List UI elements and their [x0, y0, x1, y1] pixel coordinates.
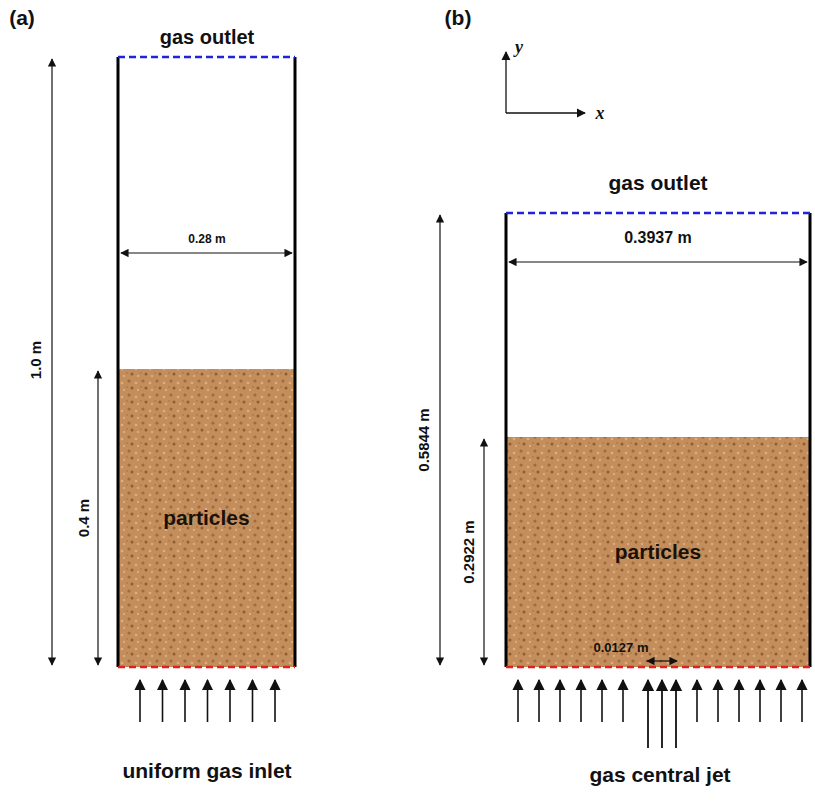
dimension-arrow	[439, 215, 440, 665]
inlet-arrows	[140, 680, 275, 722]
inlet-arrow	[162, 680, 164, 722]
dimension-arrow	[483, 439, 484, 665]
inlet-arrow	[229, 680, 231, 722]
panel-label: (a)	[9, 6, 35, 29]
inlet-arrow	[696, 680, 698, 722]
inlet-arrow	[274, 680, 276, 722]
dimension-arrow	[509, 261, 807, 262]
particle-bed: particles	[120, 371, 293, 665]
node-label: particles	[615, 540, 701, 563]
inlet-arrow	[759, 680, 761, 722]
dimension: 0.0127 m	[594, 641, 649, 655]
axis-label: y	[515, 38, 523, 58]
dimension-arrow	[51, 59, 52, 665]
inlet-boundary	[118, 666, 295, 669]
boundary-label: gas outlet	[608, 171, 707, 194]
dimension-arrow	[97, 371, 98, 665]
outlet-boundary	[506, 212, 810, 215]
column-a	[52, 57, 295, 722]
inlet-arrow	[780, 680, 782, 722]
outlet-boundary	[118, 56, 295, 59]
inlet-arrow	[738, 680, 740, 722]
inlet-arrow	[559, 680, 561, 722]
inlet-arrow	[207, 680, 209, 722]
dimension: 0.2922 m	[461, 520, 478, 583]
inlet-arrow	[717, 680, 719, 722]
inlet-label: uniform gas inlet	[122, 759, 291, 782]
axis-arrow	[506, 112, 585, 113]
inlet-arrow	[252, 680, 254, 722]
inlet-arrow	[580, 680, 582, 722]
dimension: 0.3937 m	[624, 229, 692, 247]
inlet-arrows	[518, 680, 802, 748]
particle-bed: particles	[508, 439, 808, 665]
column-wall	[809, 213, 812, 667]
dimension: 0.4 m	[76, 499, 93, 537]
axis-arrow	[505, 52, 506, 113]
dimension: 0.28 m	[188, 233, 225, 246]
inlet-arrow	[517, 680, 519, 722]
node-label: particles	[163, 506, 249, 529]
dimension: 1.0 m	[28, 341, 45, 379]
inlet-arrow	[139, 680, 141, 722]
jet-arrow	[661, 680, 663, 748]
dimension-arrow	[121, 252, 292, 253]
inlet-boundary	[506, 666, 810, 669]
boundary-label: gas outlet	[160, 26, 254, 48]
inlet-label: gas central jet	[589, 763, 730, 786]
inlet-arrow	[601, 680, 603, 722]
column-wall	[505, 213, 508, 667]
dimension-arrow	[647, 660, 677, 661]
inlet-arrow	[801, 680, 803, 722]
inlet-arrow	[184, 680, 186, 722]
inlet-arrow	[538, 680, 540, 722]
particle-bed	[506, 437, 810, 667]
column-wall	[294, 57, 297, 667]
dimension: 0.5844 m	[416, 408, 433, 471]
axis-label: x	[596, 104, 605, 124]
column-wall	[117, 57, 120, 667]
jet-arrow	[675, 680, 677, 748]
panel-label: (b)	[445, 6, 472, 29]
jet-arrow	[647, 680, 649, 748]
inlet-arrow	[622, 680, 624, 722]
particle-bed	[118, 369, 295, 667]
column-b	[440, 52, 810, 748]
